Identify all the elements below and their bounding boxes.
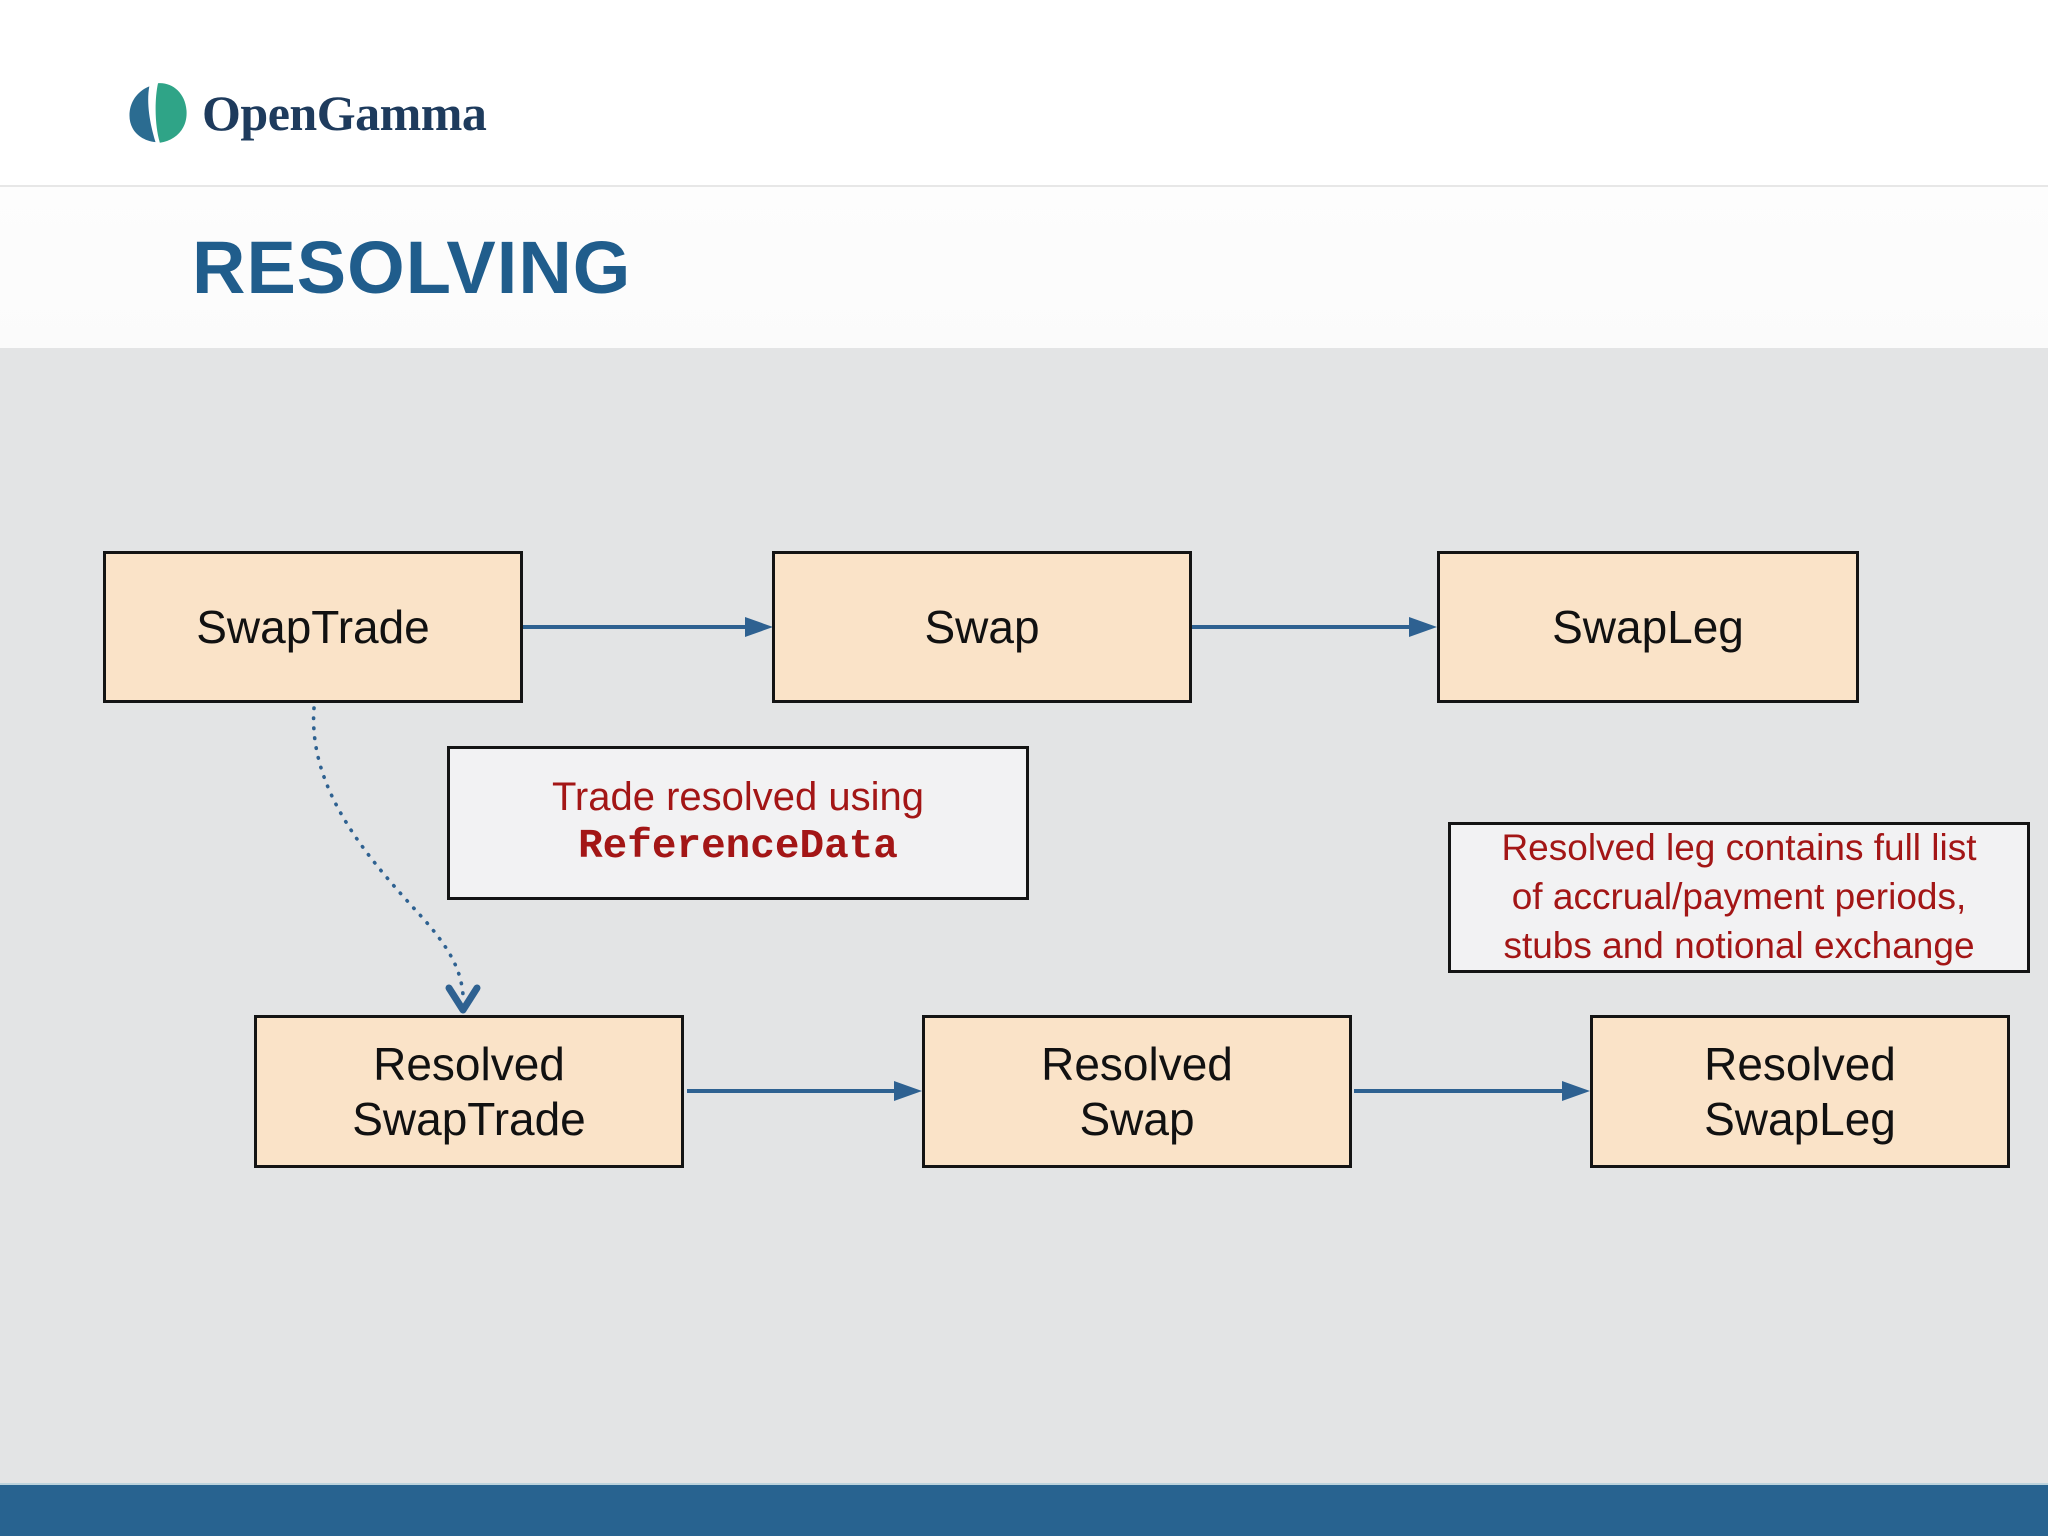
logo: OpenGamma: [127, 78, 487, 148]
note-resolved-leg: Resolved leg contains full list of accru…: [1448, 822, 2030, 973]
arrow-swaptrade-to-swap: [523, 617, 773, 637]
note-trade-resolved-text: Trade resolved using: [551, 775, 925, 820]
header: OpenGamma: [0, 0, 2048, 185]
opengamma-logo-icon: [129, 83, 187, 143]
page-title: RESOLVING: [192, 226, 632, 309]
title-band: RESOLVING: [0, 185, 2048, 348]
note-resolved-leg-text: Resolved leg contains full list of accru…: [1501, 827, 1977, 966]
note-trade-resolved: Trade resolved using ReferenceData: [447, 746, 1029, 900]
arrow-resolvedswap-to-resolvedswapleg: [1354, 1081, 1590, 1101]
node-resolved-swap-trade: Resolved SwapTrade: [254, 1015, 684, 1168]
dotted-arrow-swaptrade-to-resolvedswaptrade: [311, 706, 481, 1014]
node-resolved-swap-leg: Resolved SwapLeg: [1590, 1015, 2010, 1168]
arrow-swap-to-swapleg: [1192, 617, 1437, 637]
node-resolved-swap: Resolved Swap: [922, 1015, 1352, 1168]
node-swap: Swap: [772, 551, 1192, 703]
arrow-resolvedswaptrade-to-resolvedswap: [687, 1081, 922, 1101]
diagram-canvas: SwapTrade Swap SwapLeg Resolved SwapTrad…: [0, 348, 2048, 1483]
footer-bar: [0, 1483, 2048, 1536]
logo-wordmark: OpenGamma: [202, 85, 487, 141]
connectors-layer: [311, 617, 1590, 1101]
note-referencedata-code: ReferenceData: [578, 824, 898, 871]
node-swap-leg: SwapLeg: [1437, 551, 1859, 703]
node-swap-trade: SwapTrade: [103, 551, 523, 703]
